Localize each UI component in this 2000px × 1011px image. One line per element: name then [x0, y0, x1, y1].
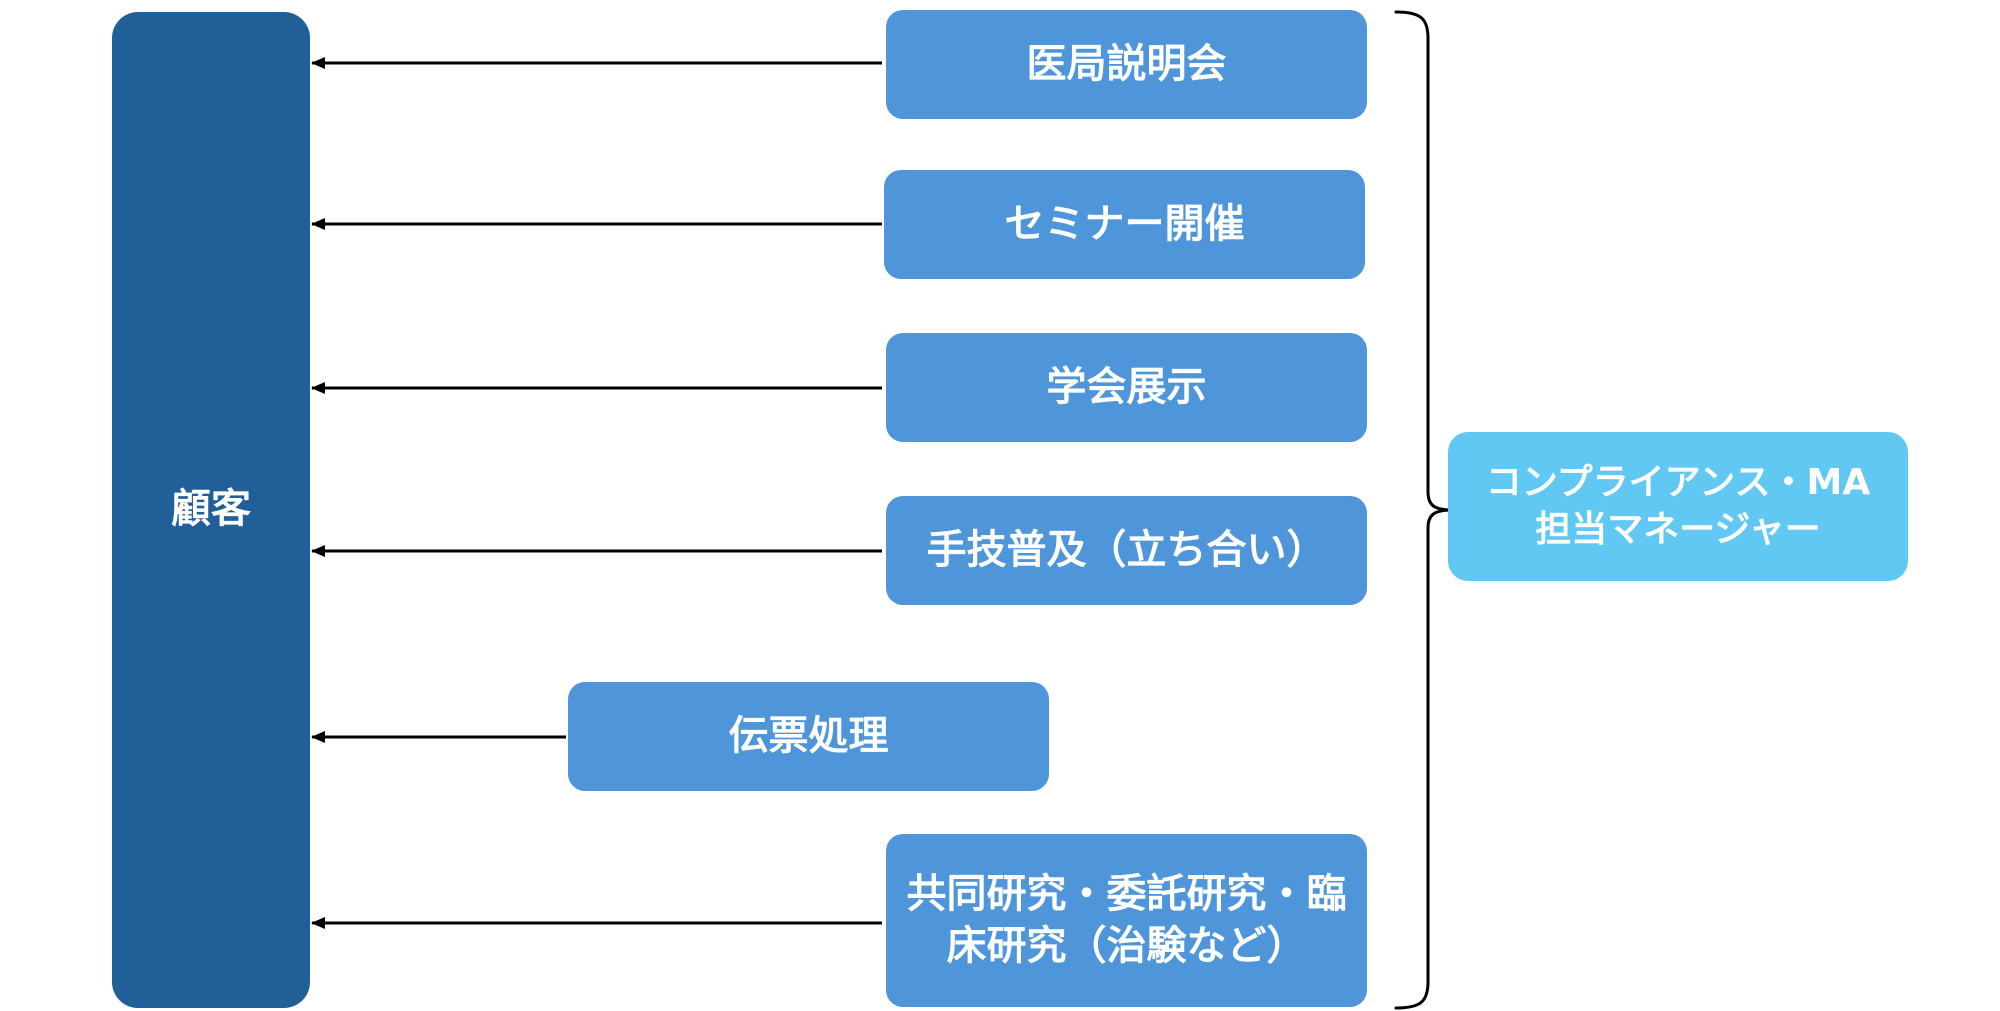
curly-brace-icon	[1394, 10, 1454, 1010]
customer-box: 顧客	[112, 12, 310, 1008]
activity-box-slip-processing: 伝票処理	[568, 682, 1049, 791]
activity-box-seminar-hosting: セミナー開催	[884, 170, 1365, 279]
activity-box-conference-exhibit: 学会展示	[886, 333, 1367, 442]
activity-box-research-and-clinical-trials: 共同研究・委託研究・臨 床研究（治験など）	[886, 834, 1367, 1007]
activity-box-procedure-support: 手技普及（立ち合い）	[886, 496, 1367, 605]
compliance-ma-manager-box: コンプライアンス・MA 担当マネージャー	[1448, 432, 1908, 581]
activity-box-medical-office-briefing: 医局説明会	[886, 10, 1367, 119]
